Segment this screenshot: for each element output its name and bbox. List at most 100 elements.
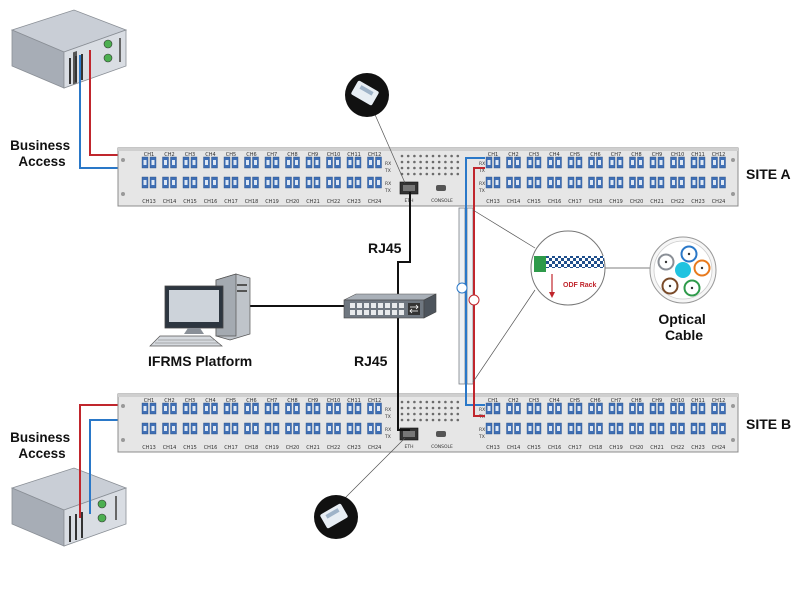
status-led bbox=[437, 418, 441, 422]
channel-label: CH18 bbox=[245, 199, 259, 205]
channel-label: CH14 bbox=[507, 199, 521, 205]
channel-label: CH19 bbox=[609, 445, 623, 451]
channel-label: CH3 bbox=[529, 152, 539, 158]
channel-label: CH15 bbox=[527, 199, 541, 205]
status-led bbox=[406, 412, 410, 416]
switch-port[interactable] bbox=[392, 310, 397, 315]
channel-label: CH14 bbox=[163, 445, 177, 451]
status-led bbox=[406, 166, 410, 170]
rj45-zoom-bottom bbox=[314, 437, 406, 539]
status-led bbox=[444, 406, 447, 410]
switch-port[interactable] bbox=[385, 310, 390, 315]
channel-label: CH12 bbox=[368, 152, 382, 158]
switch-port[interactable] bbox=[350, 303, 355, 308]
console-label: CONSOLE bbox=[431, 198, 453, 204]
status-led bbox=[437, 160, 441, 164]
status-led bbox=[419, 166, 422, 170]
channel-label: CH20 bbox=[286, 445, 300, 451]
channel-label: CH7 bbox=[611, 398, 621, 404]
switch-port[interactable] bbox=[364, 310, 369, 315]
status-led bbox=[450, 406, 453, 410]
status-led bbox=[419, 406, 422, 410]
status-led bbox=[431, 154, 435, 158]
switch-port[interactable] bbox=[371, 310, 376, 315]
switch-port[interactable] bbox=[399, 303, 404, 308]
switch-port[interactable] bbox=[371, 303, 376, 308]
rx-tx-label: TX bbox=[478, 188, 485, 194]
status-led bbox=[400, 412, 404, 416]
channel-label: CH6 bbox=[246, 398, 256, 404]
status-led bbox=[431, 160, 435, 164]
switch-port[interactable] bbox=[357, 303, 362, 308]
status-led bbox=[419, 160, 422, 164]
status-led bbox=[413, 400, 416, 404]
status-led bbox=[444, 172, 447, 176]
status-led bbox=[419, 400, 422, 404]
rx-tx-label: TX bbox=[384, 434, 391, 440]
channel-label: CH4 bbox=[549, 152, 559, 158]
channel-label: CH12 bbox=[712, 152, 726, 158]
status-led bbox=[437, 412, 441, 416]
site-b-label: SITE B bbox=[746, 416, 791, 432]
channel-label: CH21 bbox=[306, 445, 320, 451]
rx-tx-label: RX bbox=[479, 181, 485, 187]
status-led bbox=[444, 166, 447, 170]
channel-label: CH15 bbox=[527, 445, 541, 451]
channel-label: CH5 bbox=[570, 398, 580, 404]
switch-port[interactable] bbox=[364, 303, 369, 308]
channel-label: CH15 bbox=[183, 445, 197, 451]
switch-port[interactable] bbox=[392, 303, 397, 308]
channel-label: CH8 bbox=[631, 398, 641, 404]
status-led bbox=[431, 400, 435, 404]
channel-label: CH17 bbox=[224, 199, 238, 205]
channel-label: CH8 bbox=[631, 152, 641, 158]
rx-tx-label: TX bbox=[384, 414, 391, 420]
channel-label: CH16 bbox=[548, 445, 562, 451]
switch-port[interactable] bbox=[378, 310, 383, 315]
status-led bbox=[400, 400, 404, 404]
rx-tx-label: RX bbox=[479, 427, 485, 433]
odf-callout-lines bbox=[472, 209, 652, 383]
status-led bbox=[425, 154, 429, 158]
switch-port[interactable] bbox=[385, 303, 390, 308]
channel-label: CH13 bbox=[486, 199, 500, 205]
status-led bbox=[400, 160, 404, 164]
channel-label: CH17 bbox=[224, 445, 238, 451]
status-led bbox=[437, 406, 441, 410]
channel-label: CH10 bbox=[671, 152, 685, 158]
rx-tx-label: TX bbox=[384, 168, 391, 174]
channel-label: CH23 bbox=[347, 199, 361, 205]
odf-rails bbox=[456, 157, 485, 417]
status-led bbox=[431, 166, 435, 170]
channel-label: CH1 bbox=[144, 152, 154, 158]
channel-label: CH2 bbox=[164, 152, 174, 158]
console-port[interactable] bbox=[436, 185, 446, 191]
console-label: CONSOLE bbox=[431, 444, 453, 450]
eth-label: ETH bbox=[405, 444, 414, 450]
status-led bbox=[450, 412, 453, 416]
status-led bbox=[444, 418, 447, 422]
switch-port[interactable] bbox=[378, 303, 383, 308]
channel-label: CH10 bbox=[327, 398, 341, 404]
switch-port[interactable] bbox=[399, 310, 404, 315]
business-access-bottom-label: Business Access bbox=[10, 430, 74, 461]
status-led bbox=[425, 166, 429, 170]
switch-ports bbox=[350, 303, 404, 315]
channel-label: CH19 bbox=[609, 199, 623, 205]
channel-label: CH24 bbox=[368, 445, 382, 451]
switch-port[interactable] bbox=[350, 310, 355, 315]
channel-label: CH5 bbox=[570, 152, 580, 158]
channel-label: CH22 bbox=[671, 199, 685, 205]
rx-tx-label: RX bbox=[385, 181, 391, 187]
channel-label: CH12 bbox=[368, 398, 382, 404]
rx-tx-label: RX bbox=[385, 407, 391, 413]
channel-label: CH18 bbox=[589, 199, 603, 205]
switch-port[interactable] bbox=[357, 310, 362, 315]
rj45-zoom-top bbox=[345, 73, 406, 184]
console-port[interactable] bbox=[436, 431, 446, 437]
status-led bbox=[413, 418, 416, 422]
rj45-bottom-label: RJ45 bbox=[354, 353, 388, 369]
channel-label: CH24 bbox=[368, 199, 382, 205]
